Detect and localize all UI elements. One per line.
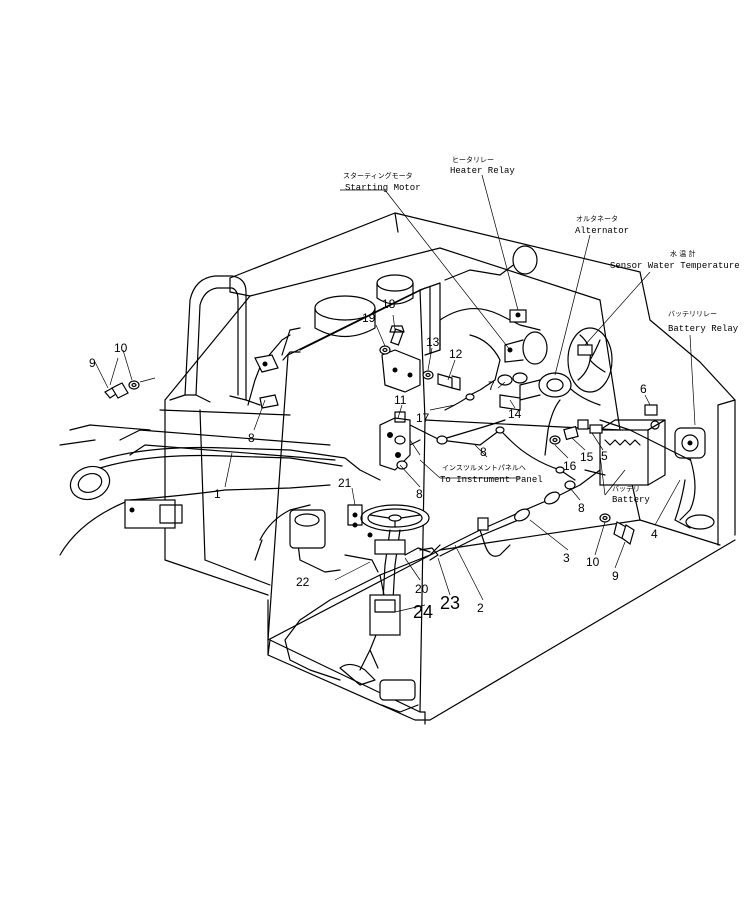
water-temp-sensor-unit	[577, 344, 593, 356]
label-heater-relay-en: Heater Relay	[450, 166, 515, 176]
label-heater-relay-jp: ヒータリレー	[452, 155, 494, 164]
callout-15: 15	[580, 450, 594, 464]
callout-8a: 8	[248, 431, 255, 445]
callout-numbers: 1 2 3 4 5 6 7 8 8 8 8 9 9 10 10 11 12 13…	[89, 297, 658, 622]
callout-8c: 8	[416, 487, 423, 501]
callout-10b: 10	[586, 555, 600, 569]
fastener-group-right	[599, 513, 635, 546]
heater-relay-unit	[509, 309, 527, 323]
callout-7: 7	[488, 379, 495, 393]
callout-16: 16	[563, 459, 577, 473]
bolt-12	[437, 373, 461, 391]
label-starting-motor-en: Starting Motor	[345, 183, 421, 193]
callout-20: 20	[415, 582, 429, 596]
callout-4: 4	[651, 527, 658, 541]
label-battery-jp: バッテリ	[612, 485, 640, 493]
callout-5: 5	[601, 449, 608, 463]
engine-assembly	[314, 245, 613, 406]
alternator-unit	[519, 372, 572, 401]
label-instrument-panel-jp: インスツルメントパネルへ	[442, 464, 526, 472]
callout-3: 3	[563, 551, 570, 565]
battery-relay-unit	[650, 420, 706, 459]
callout-6: 6	[640, 382, 647, 396]
label-instrument-panel-en: To Instrument Panel	[440, 475, 543, 485]
callout-8d: 8	[578, 501, 585, 515]
callout-13: 13	[426, 335, 440, 349]
component-labels: スターティングモータ Starting Motor ヒータリレー Heater …	[343, 155, 740, 505]
bolt-9-left	[104, 382, 129, 399]
fastener-group-engine	[254, 325, 658, 490]
label-water-temp-en: Sensor Water Temperature	[610, 261, 740, 271]
cooling-fan	[567, 327, 613, 393]
callout-9a: 9	[89, 356, 96, 370]
label-battery-relay-jp: バッテリリレー	[668, 310, 717, 318]
callout-2: 2	[477, 601, 484, 615]
callout-1: 1	[214, 487, 221, 501]
callout-19: 19	[362, 311, 376, 325]
callout-11: 11	[394, 393, 407, 407]
left-lamp-area	[59, 424, 183, 556]
callout-12: 12	[449, 347, 463, 361]
callout-22: 22	[296, 575, 310, 589]
label-starting-motor-jp: スターティングモータ	[343, 171, 413, 180]
label-battery-en: Battery	[612, 495, 650, 505]
starting-motor-unit	[504, 331, 548, 365]
bolt-18	[389, 325, 405, 346]
label-water-temp-jp: 水 温 計	[670, 249, 695, 258]
callout-10a: 10	[114, 341, 128, 355]
steering-assembly	[289, 504, 439, 713]
callout-8b: 8	[480, 445, 487, 459]
fastener-group-left	[104, 377, 156, 399]
callout-17: 17	[416, 411, 430, 425]
battery-area	[599, 419, 715, 530]
callout-24: 24	[413, 602, 433, 622]
callout-23: 23	[440, 593, 460, 613]
label-battery-relay-en: Battery Relay	[668, 324, 739, 334]
label-alternator-jp: オルタネータ	[576, 214, 618, 223]
callout-9b: 9	[612, 569, 619, 583]
callout-21: 21	[338, 476, 352, 490]
callout-14: 14	[508, 407, 522, 421]
label-alternator-en: Alternator	[575, 226, 629, 236]
callout-18: 18	[382, 297, 396, 311]
leader-lines	[94, 174, 696, 613]
